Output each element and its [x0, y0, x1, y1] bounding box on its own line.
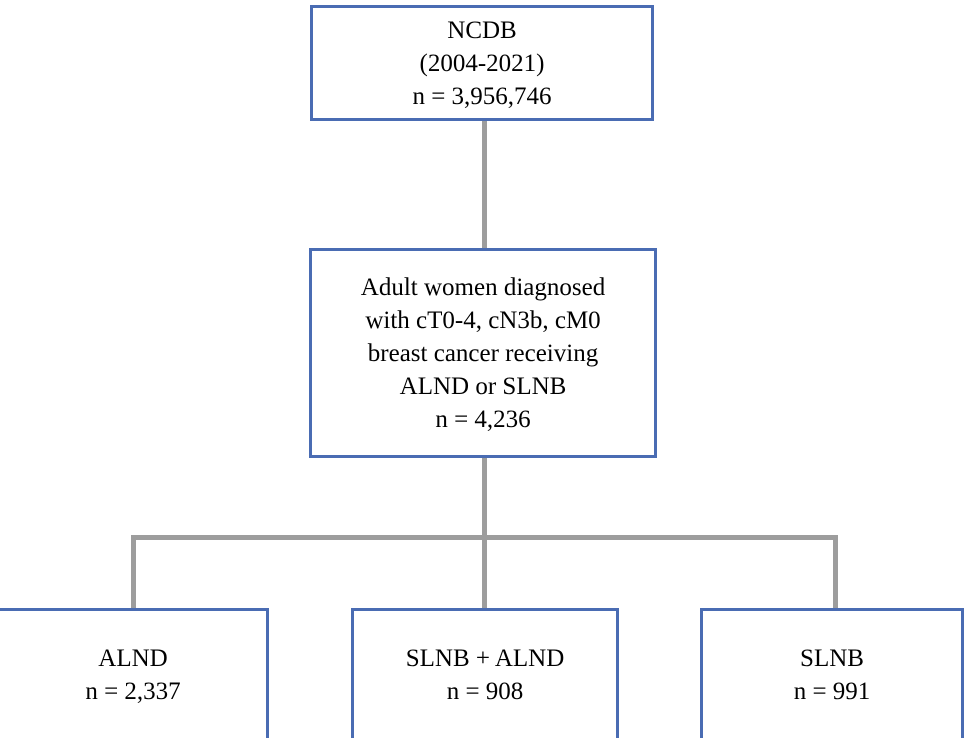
node-cohort-source-text: NCDB (2004-2021) n = 3,956,746 [412, 16, 552, 110]
connector-branch-left-drop [131, 535, 136, 611]
connector-source-to-cohort [482, 118, 487, 251]
node-eligible-cohort: Adult women diagnosed with cT0-4, cN3b, … [309, 248, 657, 458]
connector-cohort-stem [482, 455, 487, 611]
node-group-slnb-text: SLNB n = 991 [793, 645, 871, 705]
node-group-slnb-alnd: SLNB + ALND n = 908 [351, 608, 619, 738]
connector-branch-bar [131, 535, 838, 540]
node-group-slnb: SLNB n = 991 [700, 608, 964, 738]
node-eligible-cohort-text: Adult women diagnosed with cT0-4, cN3b, … [360, 273, 606, 433]
connector-branch-right-drop [833, 535, 838, 611]
node-group-slnb-alnd-text: SLNB + ALND n = 908 [405, 645, 565, 705]
node-group-alnd-text: ALND n = 2,337 [85, 645, 181, 705]
node-cohort-source: NCDB (2004-2021) n = 3,956,746 [310, 5, 654, 121]
node-group-alnd: ALND n = 2,337 [0, 608, 269, 738]
